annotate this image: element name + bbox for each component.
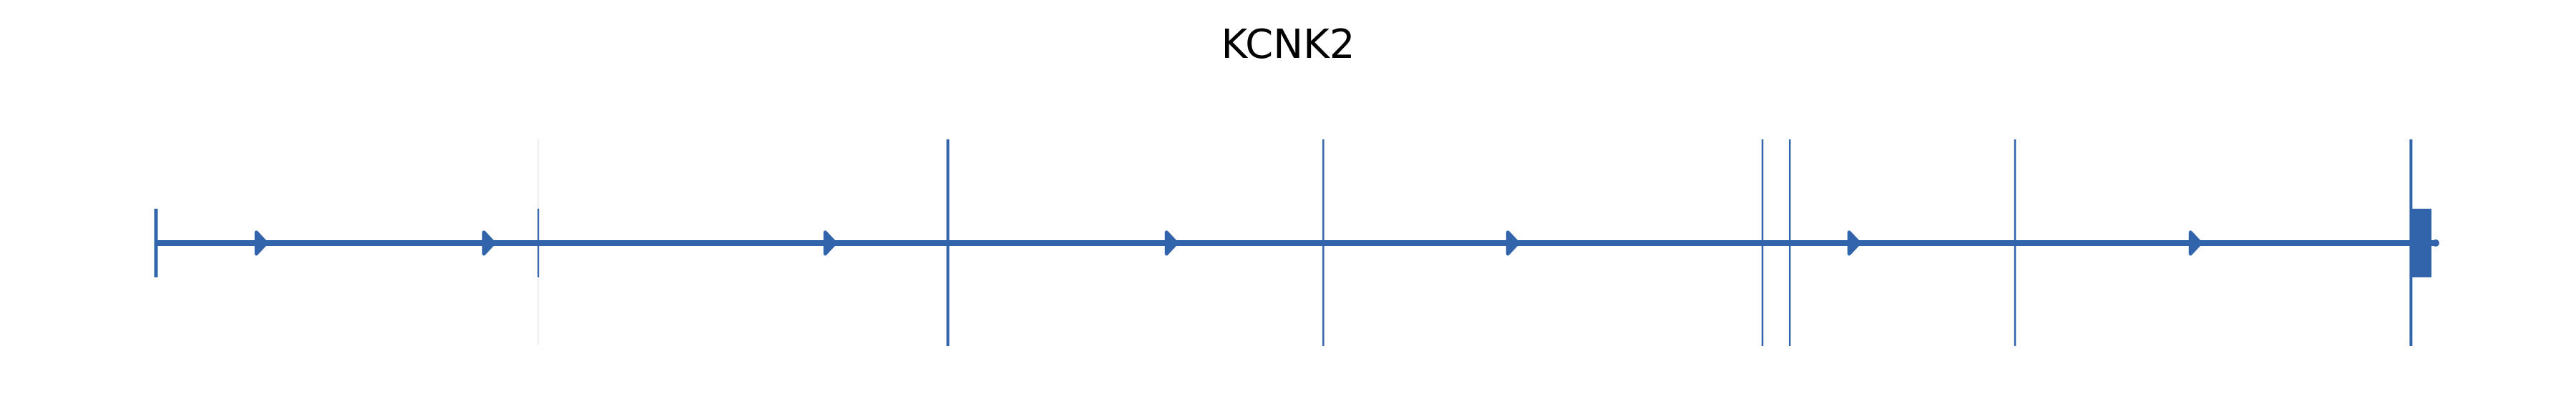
gene-title: KCNK2: [1221, 21, 1355, 68]
strand-arrow: [1506, 230, 1520, 256]
strand-arrow: [2188, 230, 2202, 256]
strand-arrow: [823, 230, 837, 256]
strand-arrow: [482, 230, 496, 256]
strand-arrow: [1847, 230, 1861, 256]
end-dot: [2432, 239, 2439, 247]
exon-block: [2411, 209, 2431, 277]
strand-arrow: [1164, 230, 1179, 256]
strand-arrow: [254, 230, 268, 256]
